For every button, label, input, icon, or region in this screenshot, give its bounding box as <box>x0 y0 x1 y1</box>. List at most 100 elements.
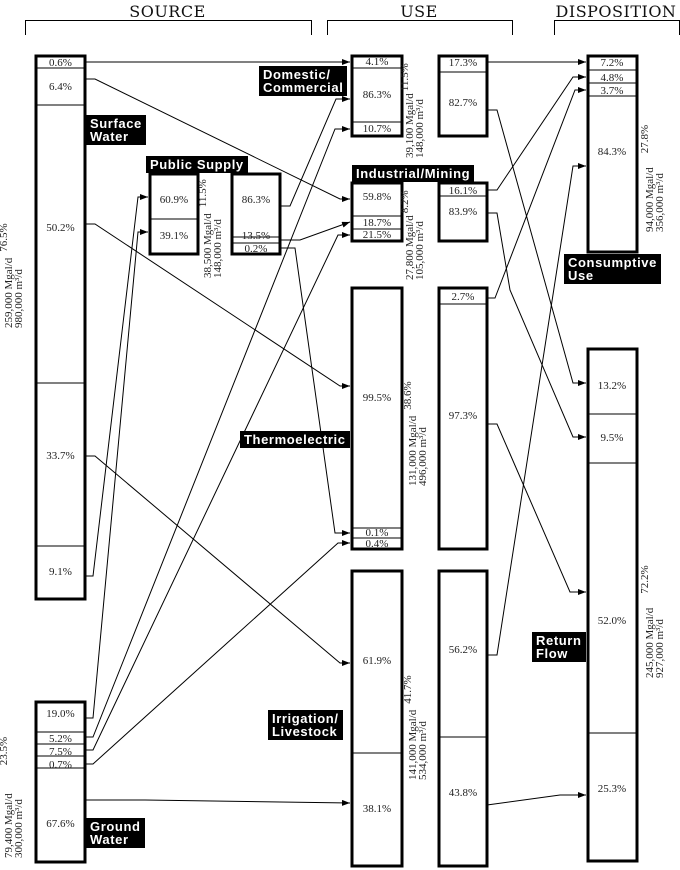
consumptive-box <box>586 54 639 254</box>
surface-pct-0: 0.6% <box>49 57 72 69</box>
flow-thermo-to-return <box>487 423 586 595</box>
flow-domestic-to-return <box>487 109 586 386</box>
label-domestic-commercial: Domestic/ Commercial <box>259 66 348 96</box>
domestic-out-pct-1: 82.7% <box>448 97 478 109</box>
label-industrial-mining: Industrial/Mining <box>352 165 475 182</box>
total-irrigation: 141,000 Mgal/d41.7% 534,000 m³/d <box>402 675 429 780</box>
ground-water-box-frame <box>34 700 87 864</box>
total-share: 72.2% <box>639 565 651 594</box>
surface-water-box-frame <box>34 54 87 601</box>
flow-ground-to-industrial <box>85 232 350 751</box>
irrigation-out-box <box>437 569 489 868</box>
total-thermoelectric: 131,000 Mgal/d38.6% 496,000 m³/d <box>402 381 429 486</box>
return-flow-box-frame <box>586 347 639 863</box>
public-in-pct-0: 60.9% <box>159 194 189 206</box>
total-share: 76.5% <box>0 223 10 252</box>
irrigation-out-pct-0: 56.2% <box>448 644 478 656</box>
irrigation-in-box <box>350 569 404 868</box>
label-thermoelectric: Thermoelectric <box>240 431 350 448</box>
consumptive-pct-2: 3.7% <box>600 85 624 97</box>
flow-public-to-industrial <box>280 221 351 241</box>
flow-public-to-domestic <box>280 96 350 207</box>
irrigation-in-pct-1: 38.1% <box>362 803 392 815</box>
flow-ground-to-public <box>85 229 148 719</box>
thermo-out-pct-0: 2.7% <box>451 291 475 303</box>
total-share: 8.2% <box>399 190 411 214</box>
industrial-in-pct-1: 18.7% <box>362 217 392 229</box>
label-irrigation-livestock: Irrigation/ Livestock <box>268 710 343 740</box>
industrial-out-box-frame <box>437 181 489 243</box>
flow-ground-to-thermo <box>85 540 350 765</box>
ground-pct-3: 0.7% <box>49 759 72 771</box>
industrial-in-box <box>350 181 404 243</box>
public-supply-out-box <box>230 172 282 256</box>
total-share: 23.5% <box>0 736 10 766</box>
consumptive-pct-3: 84.3% <box>597 146 627 158</box>
ground-pct-1: 5.2% <box>49 733 72 745</box>
thermo-in-box <box>350 286 404 551</box>
return-pct-3: 25.3% <box>597 783 627 795</box>
consumptive-pct-1: 4.8% <box>600 72 624 84</box>
surface-pct-4: 9.1% <box>49 566 72 578</box>
industrial-out-pct-0: 16.1% <box>448 185 478 197</box>
thermo-in-pct-0: 99.5% <box>362 392 392 404</box>
flow-public-to-thermo <box>280 247 350 536</box>
total-m3: 148,000 m³/d <box>414 99 426 158</box>
public-supply-in-box <box>148 172 200 256</box>
bracket-use <box>327 20 513 35</box>
total-m3: 980,000 m³/d <box>13 269 25 328</box>
public-in-pct-1: 39.1% <box>159 230 189 242</box>
domestic-out-box-frame <box>437 54 489 138</box>
total-share: 41.7% <box>402 675 414 704</box>
thermo-in-box-frame <box>350 286 404 551</box>
flow-surface-to-thermo <box>85 223 350 389</box>
industrial-in-pct-2: 21.5% <box>362 229 392 241</box>
total-m3: 496,000 m³/d <box>417 427 429 486</box>
surface-water-box <box>34 54 87 601</box>
return-pct-1: 9.5% <box>600 432 624 444</box>
thermo-out-box <box>437 286 489 551</box>
domestic-out-pct-0: 17.3% <box>448 57 478 69</box>
total-m3: 534,000 m³/d <box>417 721 429 780</box>
domestic-in-box <box>350 54 404 138</box>
flow-ground-to-domestic <box>85 126 350 738</box>
total-m3: 356,000 m³/d <box>654 173 666 232</box>
public-out-pct-1: 13.5% <box>241 230 271 242</box>
header-source: SOURCE <box>129 2 206 21</box>
total-m3: 105,000 m³/d <box>414 221 426 280</box>
total-share: 27.8% <box>639 124 651 154</box>
total-consumptive: 94,000 Mgal/d27.8% 356,000 m³/d <box>639 125 666 232</box>
flow-irrigation-to-consumptive <box>487 163 586 656</box>
flow-surface-to-industrial <box>85 78 350 202</box>
industrial-in-box-frame <box>350 181 404 243</box>
header-disposition: DISPOSITION <box>555 2 677 21</box>
industrial-in-pct-0: 59.8% <box>362 191 392 203</box>
label-return-flow: Return Flow <box>532 632 586 662</box>
domestic-in-pct-0: 4.1% <box>365 56 389 68</box>
domestic-in-pct-1: 86.3% <box>362 89 392 101</box>
total-industrial: 27,800 Mgal/d8.2% 105,000 m³/d <box>399 190 426 280</box>
ground-pct-2: 7.5% <box>49 746 72 758</box>
domestic-in-box-frame <box>350 54 404 138</box>
thermo-in-pct-1: 0.1% <box>365 527 389 539</box>
public-out-pct-2: 0.2% <box>244 243 268 255</box>
return-pct-2: 52.0% <box>597 615 627 627</box>
surface-pct-3: 33.7% <box>46 450 75 462</box>
thermo-out-pct-1: 97.3% <box>448 410 478 422</box>
ground-pct-4: 67.6% <box>46 818 75 830</box>
total-domestic: 39,100 Mgal/d11.5% 148,000 m³/d <box>399 63 426 158</box>
irrigation-in-box-frame <box>350 569 404 868</box>
flow-lines <box>85 59 586 806</box>
flow-ground-to-irrigation <box>85 799 351 806</box>
flow-irrigation-to-return <box>486 792 586 806</box>
flow-industrial-to-return <box>487 212 586 440</box>
flow-industrial-to-consumptive <box>487 74 586 191</box>
surface-pct-1: 6.4% <box>49 81 72 93</box>
return-pct-0: 13.2% <box>597 380 627 392</box>
public-out-pct-0: 86.3% <box>241 194 271 206</box>
bracket-source <box>25 20 312 35</box>
ground-pct-0: 19.0% <box>46 708 75 720</box>
total-surface-water: 259,000 Mgal/d76.5% 980,000 m³/d <box>0 223 25 328</box>
